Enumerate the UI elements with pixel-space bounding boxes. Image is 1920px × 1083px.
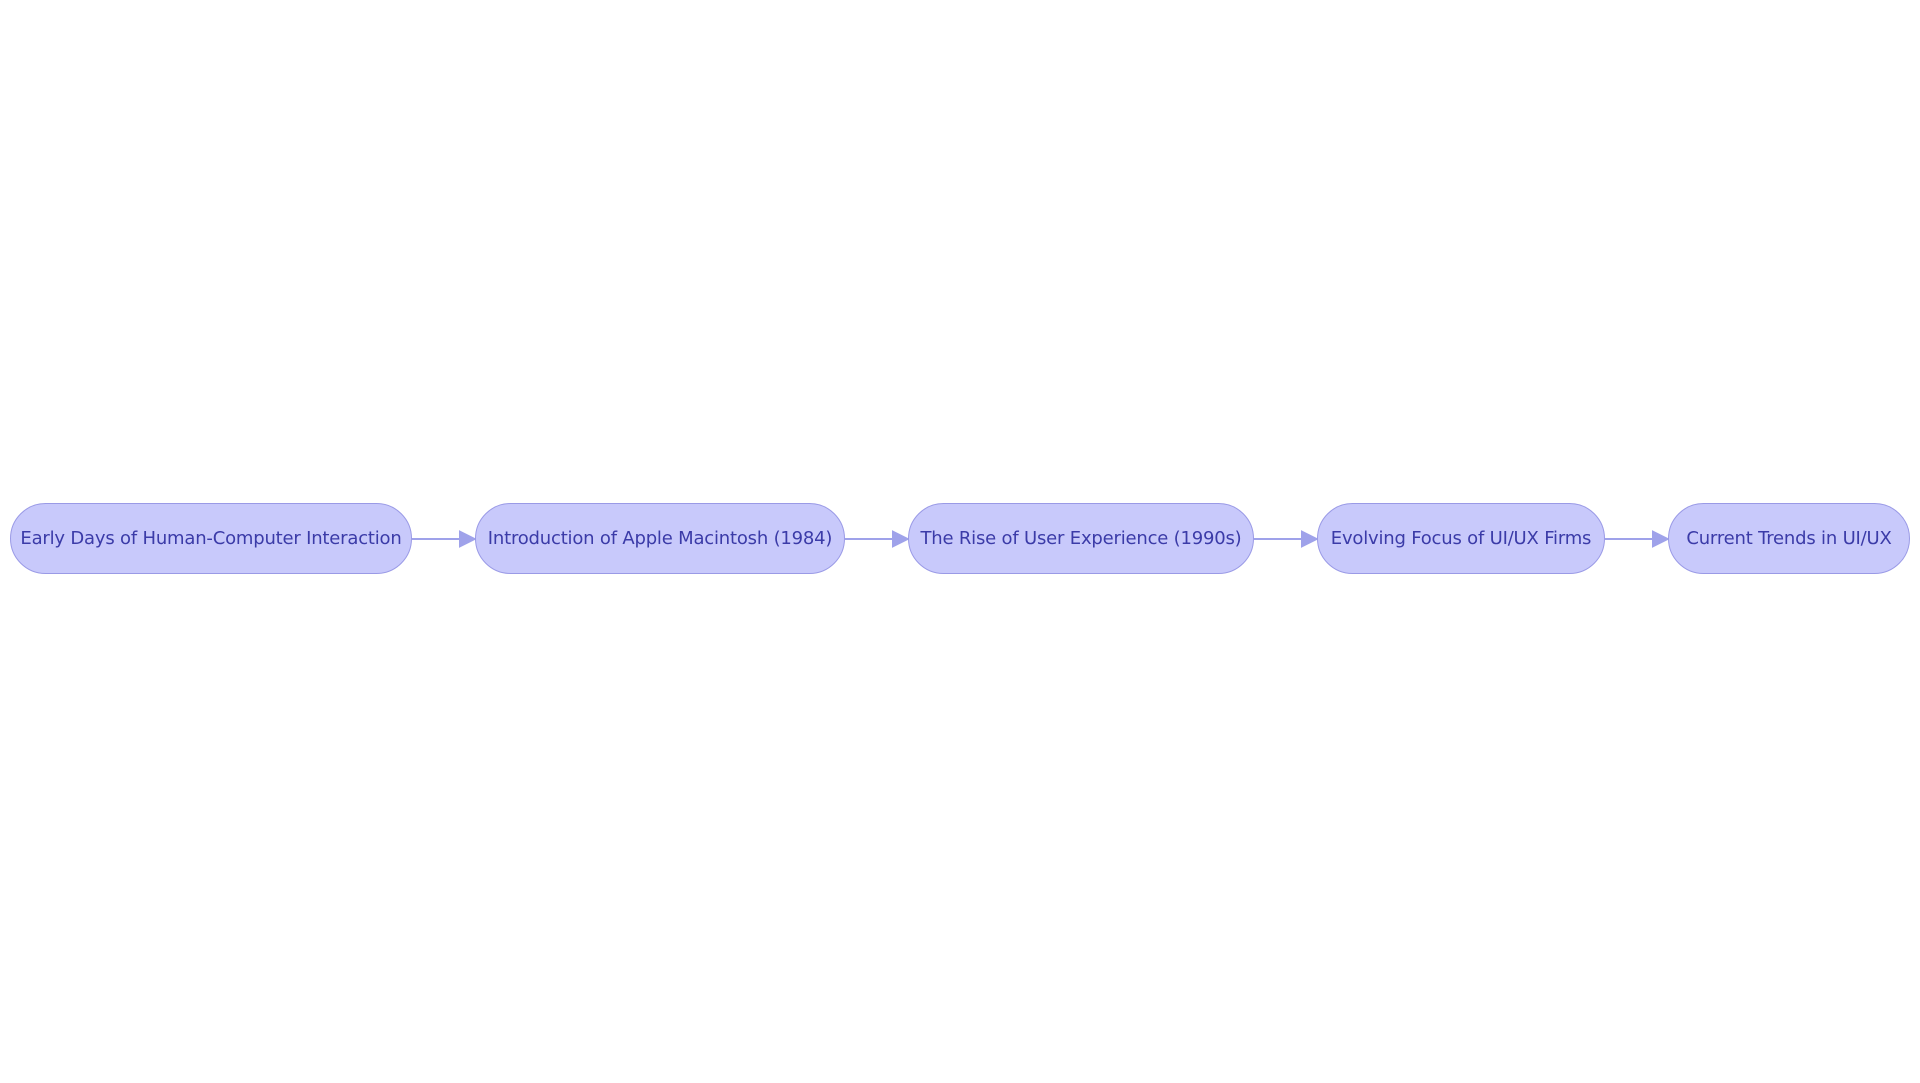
flow-node: Current Trends in UI/UX <box>1668 503 1910 574</box>
node-label: Evolving Focus of UI/UX Firms <box>1330 528 1592 549</box>
flow-node: Evolving Focus of UI/UX Firms <box>1317 503 1605 574</box>
flow-node: Introduction of Apple Macintosh (1984) <box>475 503 845 574</box>
node-label: The Rise of User Experience (1990s) <box>920 528 1242 549</box>
node-label: Early Days of Human-Computer Interaction <box>20 528 402 549</box>
node-label: Current Trends in UI/UX <box>1686 528 1892 549</box>
flow-node: Early Days of Human-Computer Interaction <box>10 503 412 574</box>
node-label: Introduction of Apple Macintosh (1984) <box>487 528 833 549</box>
flow-node: The Rise of User Experience (1990s) <box>908 503 1254 574</box>
